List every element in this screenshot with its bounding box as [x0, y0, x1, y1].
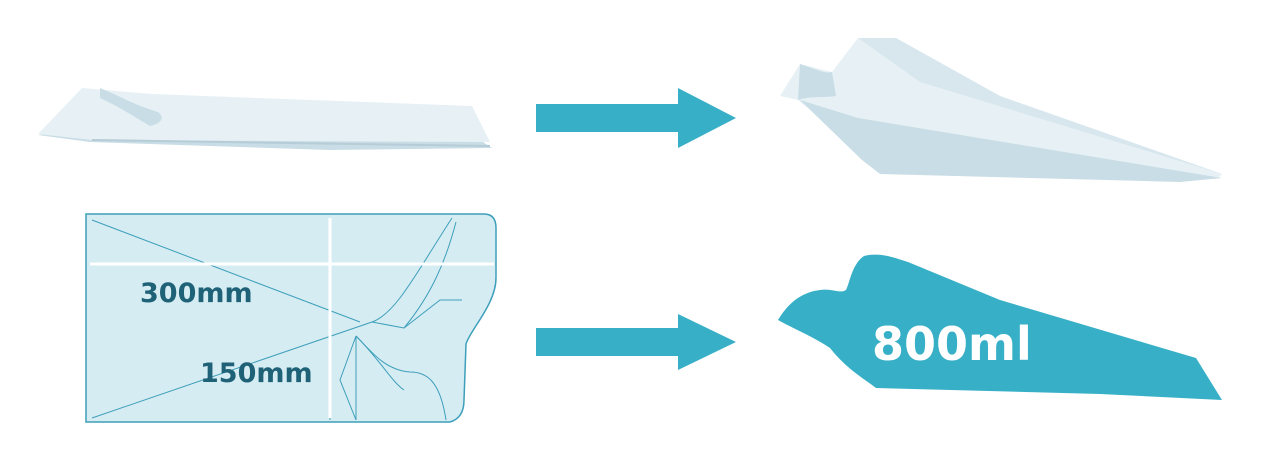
volume-label: 800ml [872, 317, 1032, 371]
right-arrow-icon [536, 88, 736, 148]
volume-silhouette: 800ml [778, 254, 1222, 400]
flat-pouch-photo [38, 88, 492, 150]
expanded-pouch-photo [780, 38, 1222, 182]
pouch-dimension-diagram: 300mm 150mm [85, 213, 497, 423]
right-arrow-icon [536, 314, 736, 370]
width-dimension-label: 300mm [140, 278, 253, 309]
height-dimension-label: 150mm [200, 358, 313, 389]
